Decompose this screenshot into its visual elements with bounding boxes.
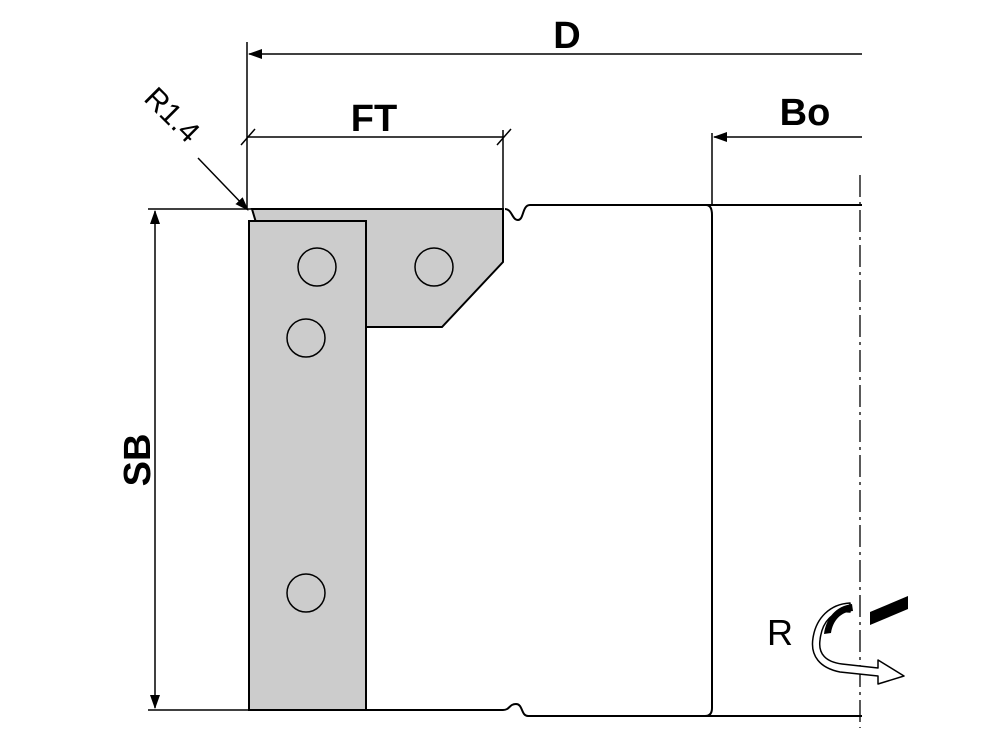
dim-ft-label: FT [351, 98, 397, 140]
dim-ft-tick-right [496, 128, 512, 146]
screw-hole-1 [297, 247, 337, 287]
rotation-icon [811, 596, 908, 685]
rotation-label: R [767, 612, 793, 653]
dim-sb-label: SB [117, 434, 159, 487]
dim-bo-label: Bo [780, 92, 831, 134]
screw-hole-4 [286, 573, 326, 613]
radius-leader [197, 157, 249, 211]
screw-hole-2 [414, 247, 454, 287]
dim-ft-tick-left [240, 128, 256, 146]
radius-label: R1.4 [138, 81, 206, 149]
screw-hole-3 [286, 318, 326, 358]
side-knife [248, 220, 367, 711]
dim-d-label: D [553, 15, 580, 57]
tool-body-outline [366, 204, 713, 717]
